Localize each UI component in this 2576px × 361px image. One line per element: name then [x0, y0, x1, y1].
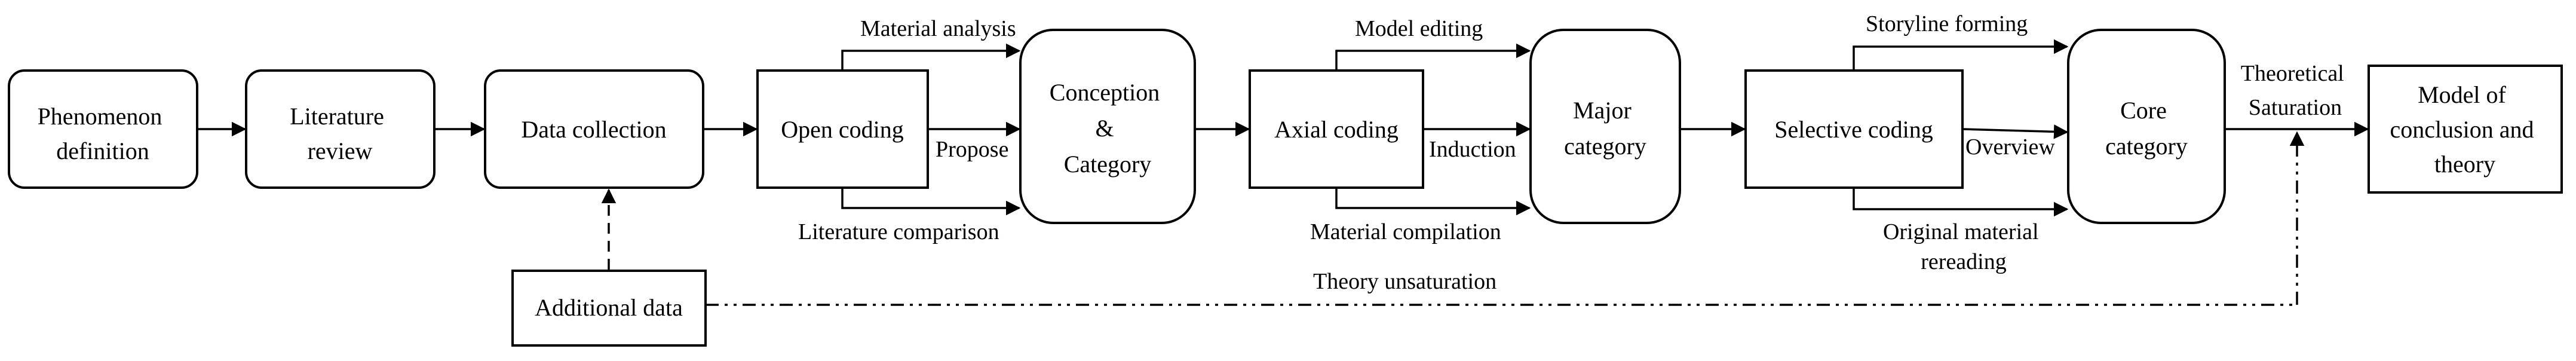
label-material-compilation: Material compilation	[1310, 219, 1501, 244]
arrow-overview	[1962, 124, 2069, 139]
arrow-original-material-rereading	[1853, 188, 2069, 217]
arrow-model-editing	[1335, 43, 1531, 71]
arrow-material-compilation	[1335, 188, 1531, 216]
data-collection-text: Data collection	[521, 116, 666, 143]
label-theoretical-saturation: Theoretical Saturation	[2241, 61, 2350, 120]
label-storyline-forming: Storyline forming	[1866, 11, 2028, 36]
label-induction: Induction	[1429, 137, 1516, 162]
additional-data-text: Additional data	[535, 294, 683, 321]
arrow-literature-comparison	[841, 188, 1021, 216]
model-of-conclusion-text: Model of conclusion and theory	[2390, 81, 2540, 178]
label-overview: Overview	[1965, 134, 2055, 160]
label-literature-comparison: Literature comparison	[798, 219, 999, 244]
conception-category-text: Conception & Category	[1050, 79, 1166, 178]
major-category-text: Major category	[1564, 97, 1646, 160]
phenomenon-definition-text: Phenomenon definition	[38, 103, 168, 164]
core-category-box	[2067, 29, 2226, 224]
model-of-conclusion-box	[2368, 65, 2563, 194]
label-propose: Propose	[936, 137, 1008, 162]
label-material-analysis: Material analysis	[860, 16, 1016, 41]
arrow-storyline-forming	[1853, 39, 2069, 71]
arrow-material-analysis	[841, 43, 1021, 71]
open-coding-text: Open coding	[781, 116, 904, 143]
selective-coding-text: Selective coding	[1774, 116, 1933, 143]
major-category-box	[1529, 29, 1681, 224]
label-original-material-rereading: Original material rereading	[1883, 219, 2044, 274]
additional-data-box	[511, 270, 707, 347]
axial-coding-text: Axial coding	[1274, 116, 1399, 143]
literature-review-text: Literature review	[290, 103, 390, 164]
core-category-text: Core category	[2105, 97, 2188, 160]
label-theory-unsaturation: Theory unsaturation	[1313, 269, 1496, 294]
label-model-editing: Model editing	[1355, 16, 1483, 41]
